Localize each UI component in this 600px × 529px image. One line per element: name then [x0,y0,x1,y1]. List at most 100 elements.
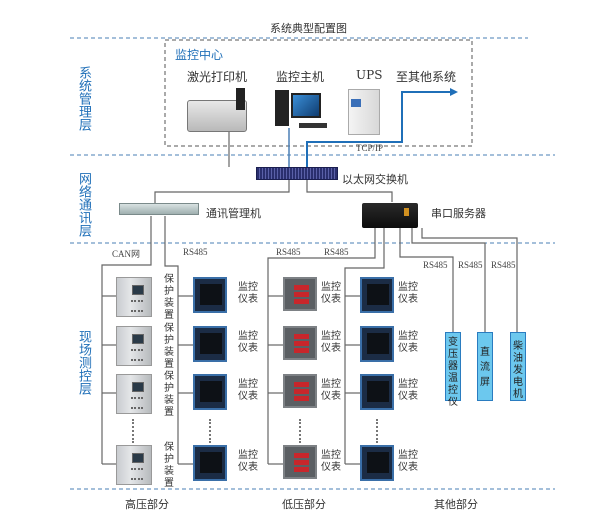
monitoring-meter-label: 监控仪表 [398,450,418,473]
meter-screen [200,381,222,402]
serial-server-label: 串口服务器 [431,207,486,220]
protection-device-label: 保护装置 [164,442,174,489]
monitoring-meter [360,445,394,481]
meter-digit [294,460,309,465]
device-screen [132,382,144,392]
meter-digit [294,396,309,401]
meter-digit [294,389,309,394]
device-screen [132,285,144,295]
monitoring-meter-label: 监控仪表 [321,282,341,305]
keyboard [299,123,327,128]
monitoring-meter [283,326,317,360]
layer-label-network: 网络通讯层 [76,172,91,237]
monitoring-meter-label: 监控仪表 [321,331,341,354]
meter-digit [294,467,309,472]
meter-digit [294,334,309,339]
monitoring-meter [283,445,317,479]
serial-server [362,203,418,228]
monitoring-meter-label: 监控仪表 [238,331,258,354]
rs485-label: RS485 [324,247,349,257]
transformer-temp-controller: 变压器温控仪 [445,332,461,408]
can-bus-label: CAN网 [112,249,141,259]
monitoring-meter-label: 监控仪表 [398,282,418,305]
meter-digit [294,299,309,304]
printer-panel [236,88,245,110]
rs485-label: RS485 [458,260,483,270]
ellipsis-dots [299,419,303,443]
monitoring-meter [193,326,227,362]
meter-screen [367,284,389,305]
monitoring-meter-label: 监控仪表 [321,450,341,473]
arrow-icon [450,88,458,96]
monitor [291,93,321,118]
ethernet-switch [256,167,338,180]
monitoring-meter [193,277,227,313]
protection-device-label: 保护装置 [164,274,174,321]
device-buttons [131,468,143,480]
monitoring-meter-label: 监控仪表 [238,379,258,402]
rs485-label: RS485 [276,247,301,257]
device-buttons [131,349,143,361]
protection-device-label: 保护装置 [164,371,174,418]
protection-device [116,374,152,414]
ups-display [351,99,361,107]
monitoring-meter-label: 监控仪表 [238,282,258,305]
protection-device [116,326,152,366]
ellipsis-dots [376,419,380,443]
layer-label-management: 系统管理层 [76,66,91,131]
diesel-generator: 柴油发电机 [510,332,526,401]
device-buttons [131,397,143,409]
ups-unit [348,89,380,135]
monitoring-meter-label: 监控仪表 [398,331,418,354]
monitoring-meter-label: 监控仪表 [238,450,258,473]
meter-digit [294,285,309,290]
comm-manager [119,203,199,215]
monitoring-center-box [164,39,473,147]
meter-digit [294,292,309,297]
layer-label-field: 现场测控层 [76,330,91,395]
meter-screen [367,452,389,473]
rs485-label: RS485 [183,247,208,257]
monitoring-meter [283,374,317,408]
meter-digit [294,453,309,458]
section-label-high-voltage: 高压部分 [125,498,169,511]
meter-screen [200,452,222,473]
monitoring-meter [283,277,317,311]
section-label-other: 其他部分 [434,498,478,511]
monitoring-meter-label: 监控仪表 [321,379,341,402]
meter-screen [200,333,222,354]
protection-device [116,445,152,485]
dc-panel: 直流屏 [477,332,493,401]
tcpip-uplink [306,91,450,167]
monitoring-meter [193,374,227,410]
monitoring-meter [360,277,394,313]
rs485-label: RS485 [423,260,448,270]
meter-screen [367,381,389,402]
monitoring-center-title: 监控中心 [175,48,224,62]
meter-digit [294,348,309,353]
meter-digit [294,341,309,346]
monitoring-host-pc [275,90,289,126]
protection-device-label: 保护装置 [164,323,174,370]
meter-screen [200,284,222,305]
meter-digit [294,382,309,387]
meter-screen [367,333,389,354]
diagram-title: 系统典型配置图 [270,22,347,35]
ups-label: UPS [356,68,383,82]
ellipsis-dots [132,419,136,443]
rs485-label: RS485 [491,260,516,270]
printer-label: 激光打印机 [187,70,248,84]
comm-manager-label: 通讯管理机 [206,207,261,220]
monitoring-meter [193,445,227,481]
other-systems-label: 至其他系统 [396,70,457,84]
switch-label: 以太网交换机 [342,173,408,186]
monitoring-meter [360,374,394,410]
device-buttons [131,300,143,312]
protection-device [116,277,152,317]
monitoring-meter-label: 监控仪表 [398,379,418,402]
device-screen [132,453,144,463]
protocol-label: TCP/IP [356,143,384,153]
ellipsis-dots [209,419,213,443]
host-label: 监控主机 [276,70,325,84]
